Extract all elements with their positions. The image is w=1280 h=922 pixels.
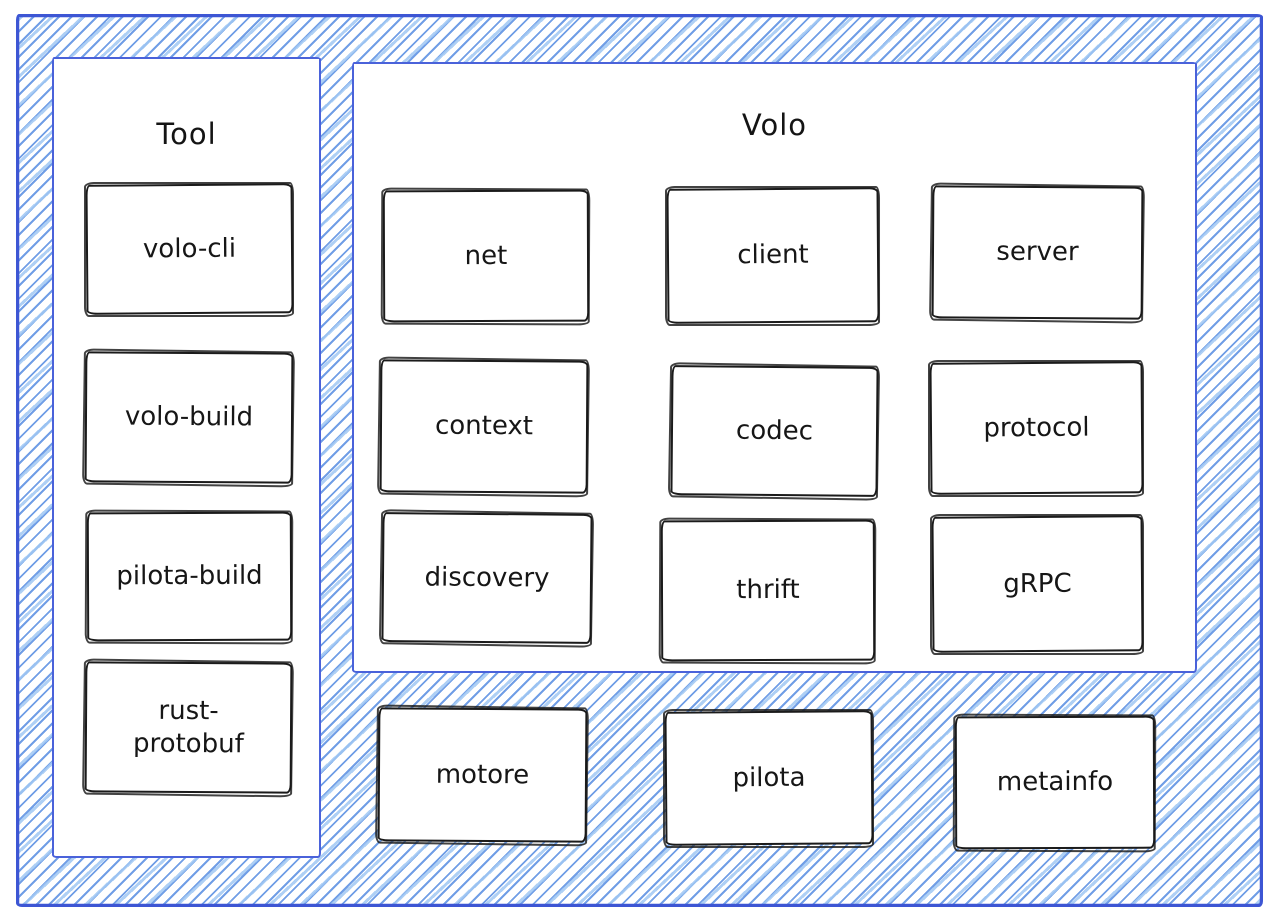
node-label: net	[464, 240, 508, 271]
node-label: gRPC	[1003, 568, 1072, 600]
node-label: codec	[735, 415, 814, 447]
node-label: volo-cli	[142, 233, 237, 265]
node-pilota: pilota	[664, 710, 874, 846]
node-label: motore	[435, 759, 530, 791]
node-codec: codec	[670, 365, 879, 497]
node-label: thrift	[736, 575, 800, 606]
node-label: metainfo	[996, 767, 1114, 798]
node-label: pilota-build	[116, 560, 263, 592]
tool-panel-title: Tool	[156, 117, 217, 151]
node-label: pilota	[732, 762, 806, 794]
node-net: net	[382, 189, 590, 323]
volo-panel-title: Volo	[741, 108, 808, 142]
node-label: client	[737, 239, 809, 271]
node-grpc: gRPC	[931, 515, 1144, 653]
node-discovery: discovery	[381, 512, 593, 644]
node-server: server	[931, 185, 1144, 320]
node-label: volo-build	[124, 401, 254, 433]
node-label: server	[996, 236, 1079, 268]
node-thrift: thrift	[660, 519, 876, 662]
node-label: context	[434, 410, 534, 442]
node-rust-protobuf: rust-protobuf	[84, 661, 293, 794]
node-metainfo: metainfo	[954, 715, 1156, 850]
node-pilota-build: pilota-build	[86, 511, 293, 642]
node-volo-build: volo-build	[84, 351, 294, 484]
node-context: context	[379, 359, 589, 494]
node-client: client	[666, 187, 880, 324]
node-label: protocol	[983, 412, 1090, 444]
node-protocol: protocol	[929, 361, 1144, 495]
node-volo-cli: volo-cli	[85, 183, 294, 315]
node-motore: motore	[377, 707, 588, 843]
node-label: discovery	[424, 562, 550, 594]
node-label: rust-protobuf	[132, 695, 244, 759]
